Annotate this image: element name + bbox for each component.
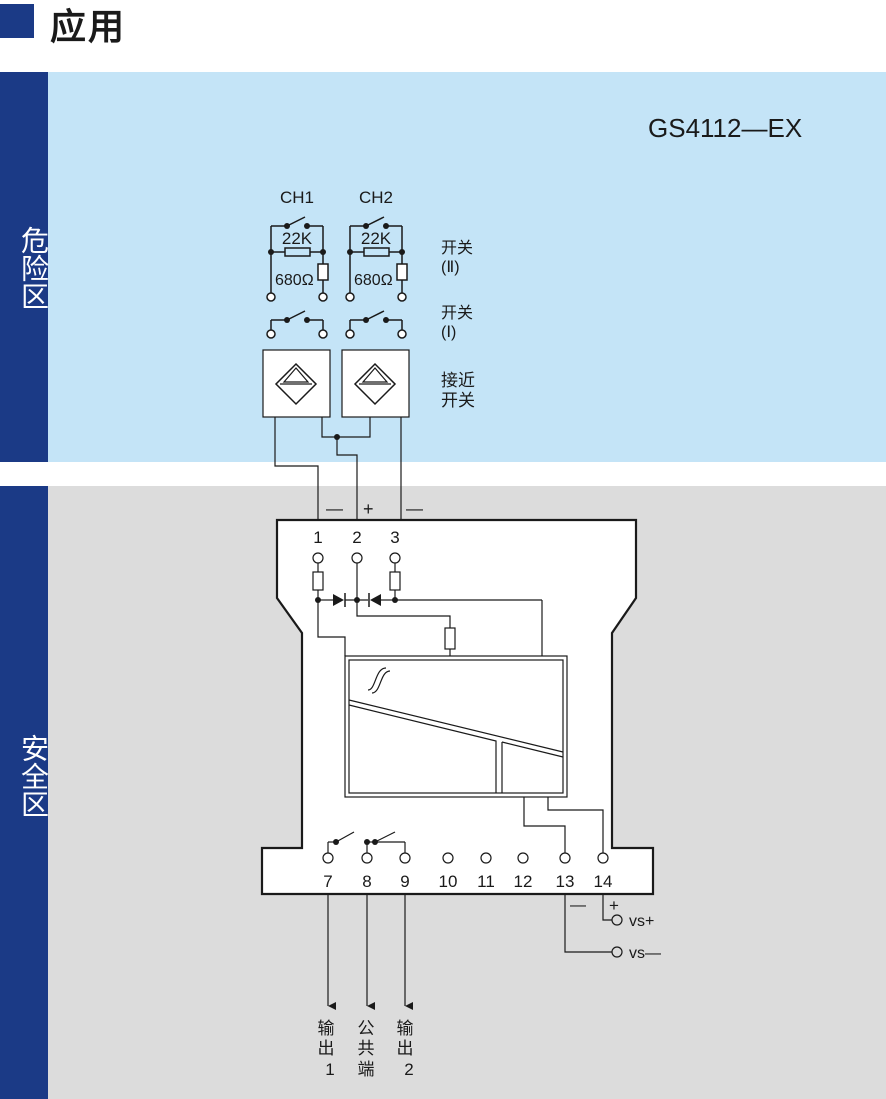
ch2-proximity-sensor (341, 349, 410, 418)
switch-2-label-b: (Ⅱ) (441, 259, 460, 276)
output-terminal-7-label: 7 (323, 872, 332, 891)
safe-zone-label: 安全区 (17, 734, 50, 818)
model-label: GS4112—EX (648, 113, 802, 143)
sensor-common-junction (334, 434, 340, 440)
output-terminal-9-label: 9 (400, 872, 409, 891)
supply-plus-sign: + (609, 896, 619, 915)
output-terminal-11-label: 11 (477, 872, 495, 891)
ch1-resistor-680: 680Ω (275, 272, 314, 289)
ch1-junction-2 (304, 223, 310, 229)
header-square-icon (0, 4, 34, 38)
ch2-label: CH2 (359, 188, 393, 207)
logic-block (344, 655, 568, 798)
ch2-resistor-680: 680Ω (354, 272, 393, 289)
diode-1-icon (333, 594, 344, 606)
output-terminal-13-label: 13 (556, 872, 575, 891)
polarity-terminal-3: — (406, 499, 423, 518)
ch1-switch-1-dot-a (284, 317, 290, 323)
ch2-junction-2 (383, 223, 389, 229)
output-1-label-a: 输 (318, 1019, 335, 1039)
ch2-junction-4 (399, 249, 405, 255)
switch-1-label-a: 开关 (441, 303, 473, 322)
output-terminal-8-label: 8 (362, 872, 371, 891)
ch2-switch-1-dot-a (363, 317, 369, 323)
hazardous-zone-area (48, 72, 886, 462)
input-junction-1 (315, 597, 321, 603)
page-title: 应用 (50, 7, 127, 48)
ch2-switch-1 (345, 310, 407, 339)
polarity-terminal-2: + (363, 499, 374, 519)
ch2-switch-1-dot-b (383, 317, 389, 323)
relay-dot-2 (364, 839, 370, 845)
output-terminal-14-label: 14 (594, 872, 613, 891)
output-2-label-c: 2 (404, 1060, 413, 1079)
proximity-label-a: 接近 (441, 371, 475, 391)
vs-plus-label: vs+ (629, 913, 654, 930)
ch1-proximity-sensor (262, 349, 331, 418)
common-label-c: 端 (358, 1060, 375, 1080)
common-label-a: 公 (358, 1019, 375, 1039)
relay-dot-3 (372, 839, 378, 845)
output-2-label-b: 出 (397, 1039, 414, 1059)
proximity-label-b: 开关 (441, 391, 475, 411)
output-terminal-10-label: 10 (439, 872, 458, 891)
switch-2-label-a: 开关 (441, 238, 473, 257)
ch1-junction-3 (268, 249, 274, 255)
output-terminal-circles (322, 852, 609, 864)
input-terminal-2-label: 2 (352, 528, 361, 547)
ch1-switch-2 (266, 216, 329, 302)
ch1-junction-1 (284, 223, 290, 229)
output-2-label-a: 输 (397, 1019, 414, 1039)
supply-internal-wiring (523, 797, 604, 853)
polarity-terminal-1: — (326, 499, 343, 518)
vs-minus-label: vs— (629, 945, 661, 962)
input-terminal-1-label: 1 (313, 528, 322, 547)
supply-minus-sign: — (570, 897, 586, 914)
ch1-junction-4 (320, 249, 326, 255)
safe-zone-band (0, 486, 48, 1099)
hazardous-zone-band (0, 72, 48, 462)
input-junction-3 (392, 597, 398, 603)
output-terminal-12-label: 12 (514, 872, 533, 891)
ch2-junction-3 (347, 249, 353, 255)
ch1-label: CH1 (280, 188, 314, 207)
output-1-label-c: 1 (325, 1060, 334, 1079)
ch1-resistor-22k: 22K (282, 229, 313, 248)
ch2-switch-2 (345, 216, 408, 302)
diode-2-icon (370, 594, 381, 606)
hazardous-zone-label: 危险区 (17, 226, 50, 310)
ch2-resistor-22k: 22K (361, 229, 392, 248)
input-junction-2 (354, 597, 360, 603)
relay-contacts (327, 831, 406, 853)
input-circuit (312, 552, 543, 656)
ch1-switch-1-dot-b (304, 317, 310, 323)
field-wiring (274, 417, 402, 520)
relay-dot-1 (333, 839, 339, 845)
ch1-switch-1 (266, 310, 328, 339)
supply-external-wiring (564, 894, 623, 958)
common-label-b: 共 (358, 1039, 375, 1059)
switch-1-label-b: (Ⅰ) (441, 324, 456, 341)
ch2-junction-1 (363, 223, 369, 229)
output-1-label-b: 出 (318, 1039, 335, 1059)
input-terminal-3-label: 3 (390, 528, 399, 547)
barrier-module-body (260, 518, 655, 896)
